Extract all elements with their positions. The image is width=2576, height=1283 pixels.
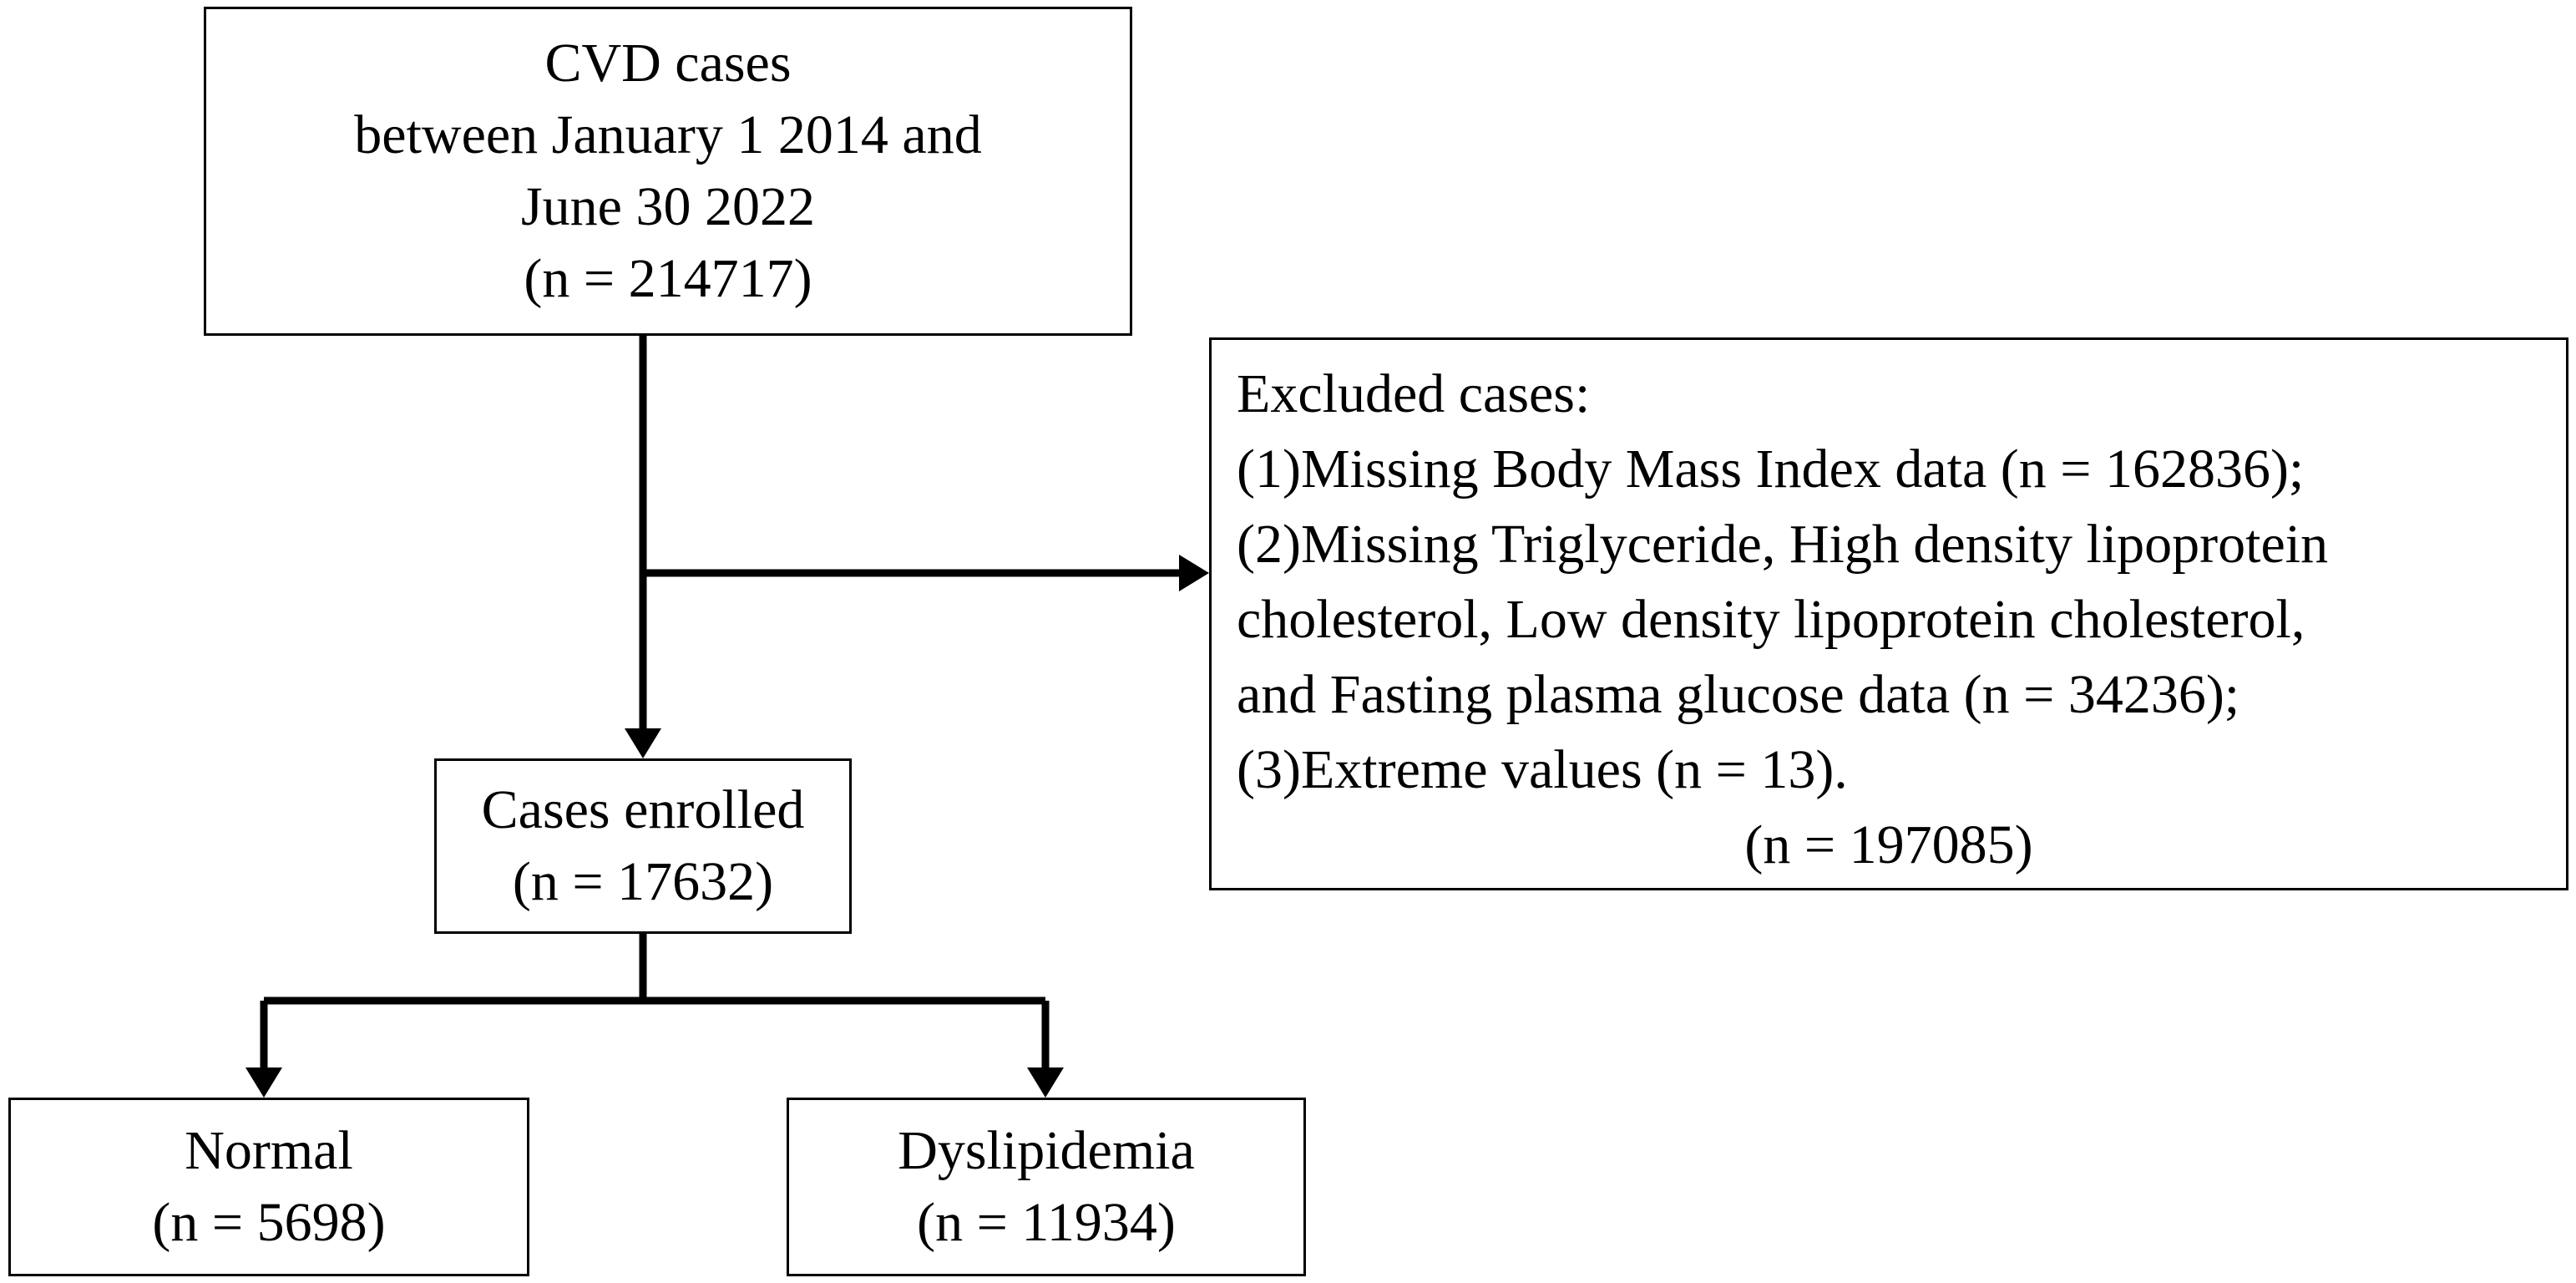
dyslipidemia-count: (n = 11934) — [917, 1192, 1176, 1253]
excluded-total-count: (n = 197085) — [1744, 814, 2033, 875]
enrolled-title: Cases enrolled — [481, 779, 805, 840]
cvd-cases-title: CVD cases — [544, 33, 792, 94]
enrolled-count: (n = 17632) — [512, 851, 774, 912]
excluded-reason-2-line-1: (2)Missing Triglyceride, High density li… — [1237, 514, 2329, 575]
excluded-reason-2-line-3: and Fasting plasma glucose data (n = 342… — [1237, 664, 2240, 725]
cases-enrolled-box: Cases enrolled (n = 17632) — [434, 758, 852, 934]
arrowhead-to-normal — [245, 1067, 282, 1098]
dyslipidemia-group-box: Dyslipidemia (n = 11934) — [787, 1098, 1306, 1276]
cvd-cases-count: (n = 214717) — [524, 248, 812, 309]
arrowhead-to-dyslipidemia — [1027, 1067, 1064, 1098]
dyslipidemia-title: Dyslipidemia — [898, 1120, 1195, 1181]
excluded-reason-3: (3)Extreme values (n = 13). — [1237, 739, 1848, 800]
arrowhead-to-enrolled — [625, 728, 661, 758]
cvd-period-end: June 30 2022 — [521, 176, 815, 237]
arrowhead-to-excluded — [1179, 555, 1209, 591]
normal-group-box: Normal (n = 5698) — [8, 1098, 529, 1276]
excluded-cases-box: Excluded cases: (1)Missing Body Mass Ind… — [1209, 337, 2568, 890]
cvd-period-start: between January 1 2014 and — [354, 104, 982, 165]
cvd-cases-box: CVD cases between January 1 2014 and Jun… — [204, 7, 1132, 336]
excluded-heading: Excluded cases: — [1237, 363, 1591, 424]
excluded-reason-1: (1)Missing Body Mass Index data (n = 162… — [1237, 439, 2305, 500]
excluded-reason-2-line-2: cholesterol, Low density lipoprotein cho… — [1237, 589, 2305, 650]
normal-title: Normal — [185, 1120, 353, 1181]
normal-count: (n = 5698) — [152, 1192, 386, 1253]
